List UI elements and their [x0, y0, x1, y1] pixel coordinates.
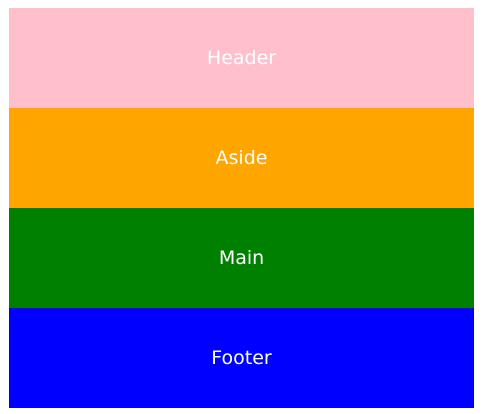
footer-label: Footer — [211, 347, 272, 369]
aside-section: Aside — [9, 108, 474, 208]
aside-label: Aside — [215, 147, 268, 169]
main-label: Main — [218, 247, 265, 269]
page-layout: Header Aside Main Footer — [9, 8, 474, 408]
footer-section: Footer — [9, 308, 474, 408]
main-section: Main — [9, 208, 474, 308]
header-label: Header — [206, 47, 277, 69]
header-section: Header — [9, 8, 474, 108]
